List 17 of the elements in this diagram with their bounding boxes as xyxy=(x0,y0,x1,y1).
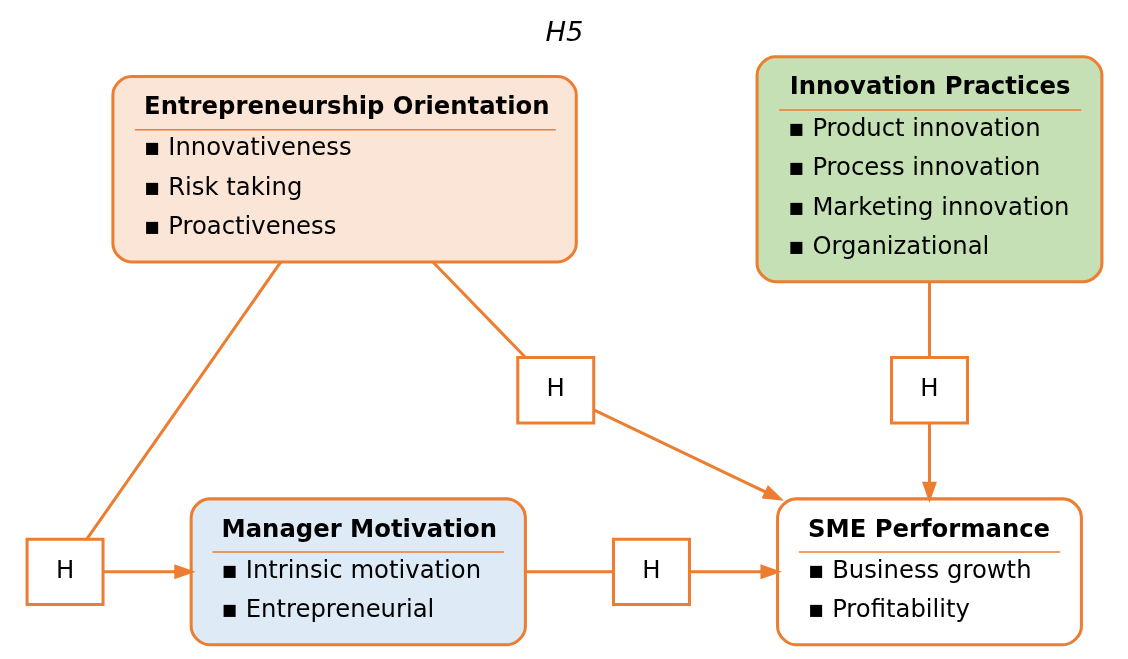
arrow xyxy=(689,564,782,580)
arrow xyxy=(921,423,937,503)
node-box: H xyxy=(515,356,595,425)
connector xyxy=(927,281,931,358)
arrow xyxy=(593,408,784,501)
connector xyxy=(431,260,527,359)
node-box: SME Performance ▪ Business growth ▪ Profitability xyxy=(775,497,1083,647)
connector xyxy=(525,570,613,574)
node-box: Manager Motivation ▪ Intrinsic motivation ▪ Entrepreneurial xyxy=(189,497,527,647)
node-box: H xyxy=(25,537,105,606)
diagram-title: H5 xyxy=(545,15,583,47)
arrow xyxy=(102,564,196,580)
node-box: Entrepreneurship Orientation ▪ Innovativeness ▪ Risk taking ▪ Proactiveness xyxy=(110,75,578,264)
node-box: H xyxy=(611,537,691,606)
node-box: H xyxy=(889,356,969,425)
node-box: Innovation Practices ▪ Product innovation ▪ Process innovation ▪ Marketing innovation ▪ Organizational xyxy=(755,55,1103,284)
connector xyxy=(85,261,282,540)
